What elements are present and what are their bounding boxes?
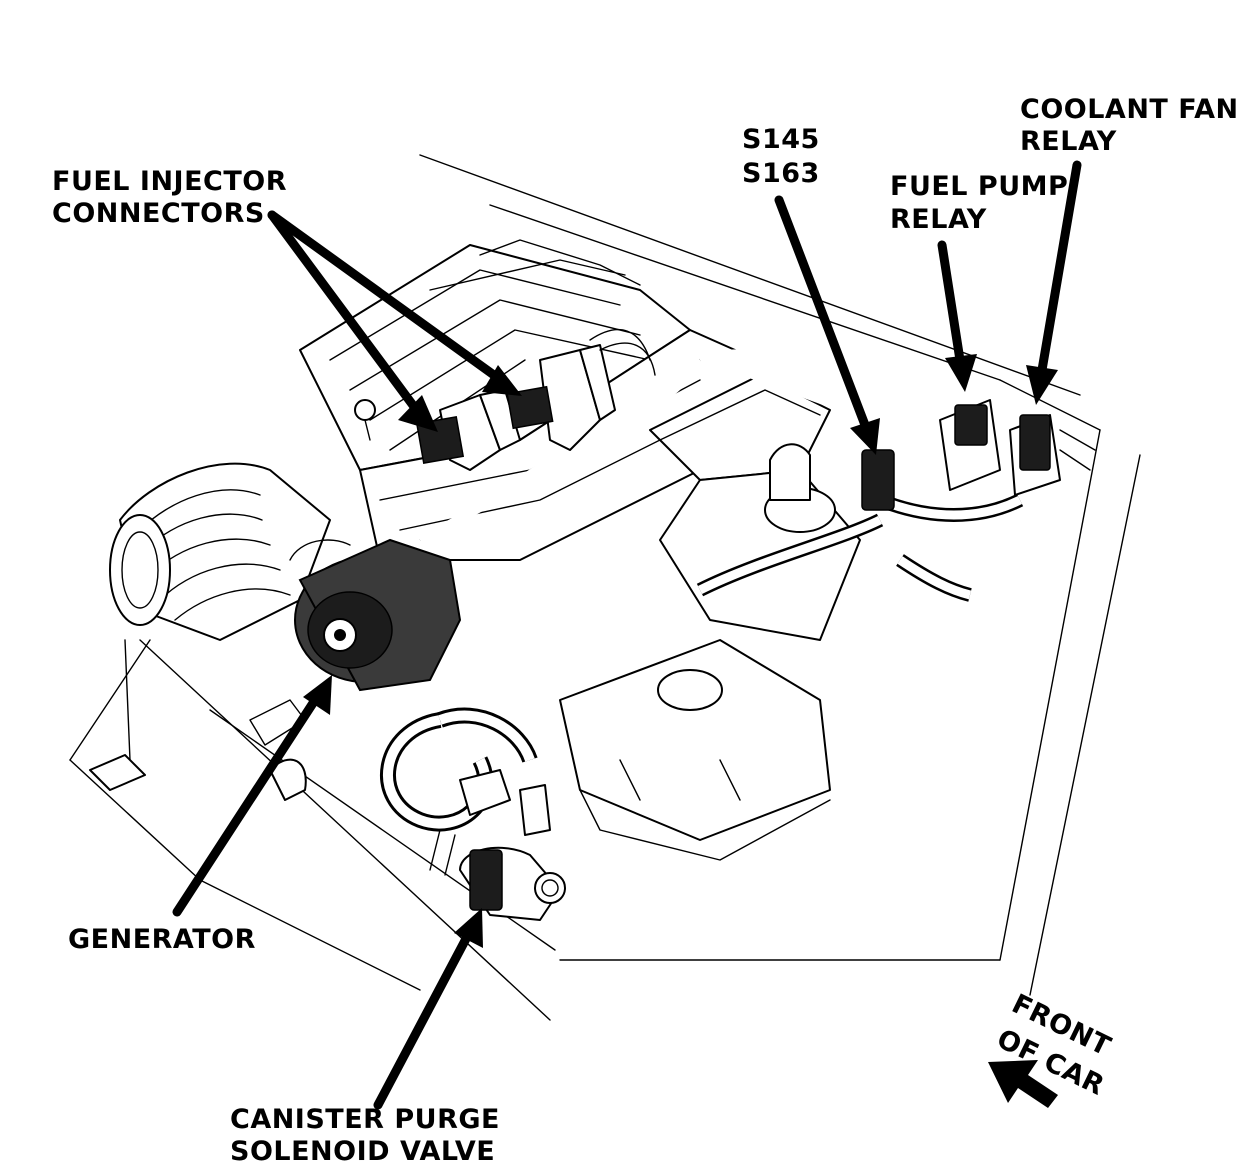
label-fuel-pump-relay-line2: RELAY <box>890 204 987 235</box>
label-coolant-fan-relay-line1: COOLANT FAN <box>1020 94 1239 125</box>
misc-hardware <box>249 399 836 801</box>
splice-pack <box>861 449 895 511</box>
callout-arrows <box>172 160 1082 1110</box>
relay-cluster <box>939 399 1096 496</box>
label-fuel-injector-line1: FUEL INJECTOR <box>52 166 287 197</box>
front-arrow-icon <box>988 1060 1058 1108</box>
label-fuel-pump-relay-line1: FUEL PUMP <box>890 171 1068 202</box>
label-fuel-injector-line2: CONNECTORS <box>52 198 265 229</box>
callout-labels: FUEL INJECTOR CONNECTORS S145 S163 FUEL … <box>52 94 1239 1167</box>
label-canister-purge-line2: SOLENOID VALVE <box>230 1136 495 1167</box>
label-generator: GENERATOR <box>68 924 256 955</box>
fuel-injector-connectors <box>415 329 656 471</box>
generator <box>289 538 462 692</box>
label-canister-purge-line1: CANISTER PURGE <box>230 1104 500 1135</box>
wiring-harness <box>380 349 1024 876</box>
air-intake-tube <box>89 462 331 791</box>
label-splice-s145: S145 <box>742 124 820 155</box>
label-splice-s163: S163 <box>742 158 820 189</box>
front-of-car-indicator: FRONT OF CAR <box>988 988 1116 1108</box>
coolant-reservoir <box>559 639 831 861</box>
label-coolant-fan-relay-line2: RELAY <box>1020 126 1117 157</box>
canister-purge-solenoid <box>459 846 566 921</box>
